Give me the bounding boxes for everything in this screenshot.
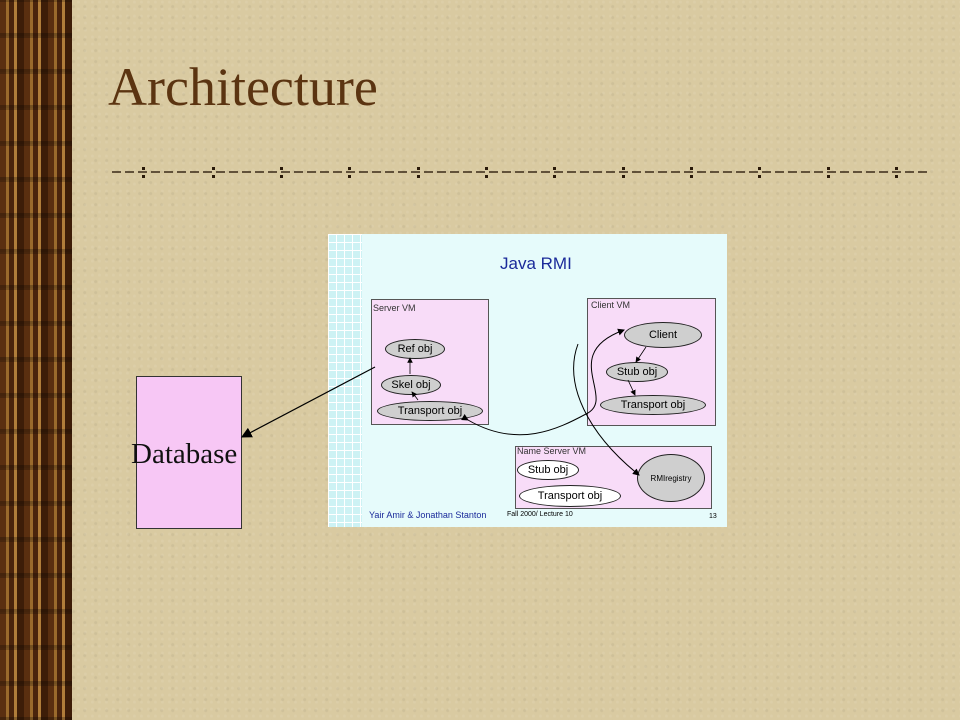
server-skel-obj: Skel obj [381, 375, 441, 395]
server-transport-obj: Transport obj [377, 401, 483, 421]
rmi-connection-arrows [407, 328, 647, 476]
name-server-vm-label: Name Server VM [517, 446, 587, 456]
rmi-figure-title: Java RMI [500, 254, 572, 273]
java-rmi-figure: Java RMI Server VM Ref obj Skel obj Tran… [328, 234, 727, 527]
name-server-stub-obj: Stub obj [517, 460, 579, 480]
database-label: Database [131, 438, 238, 470]
client-transport-obj: Transport obj [600, 395, 706, 415]
decorative-wood-texture [0, 0, 72, 720]
dashed-divider [112, 167, 930, 178]
rmi-registry: RMIregistry [637, 454, 705, 502]
rmi-footer-course: Fall 2000/ Lecture 10 [507, 511, 573, 518]
figure-grid-strip [328, 234, 362, 527]
rmi-footer-page: 13 [709, 513, 717, 520]
client-vm-label: Client VM [591, 300, 631, 310]
decorative-wood-strip [0, 0, 72, 720]
database-box [136, 376, 242, 529]
slide-title: Architecture [108, 57, 378, 117]
server-vm-label: Server VM [373, 303, 416, 313]
name-server-transport-obj: Transport obj [519, 485, 621, 507]
client-obj: Client [624, 322, 702, 348]
server-ref-obj: Ref obj [385, 339, 445, 359]
rmi-footer-authors: Yair Amir & Jonathan Stanton [369, 510, 487, 520]
